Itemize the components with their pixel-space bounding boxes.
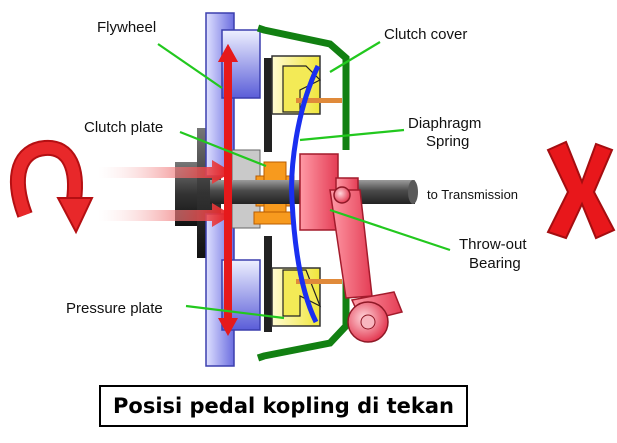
cross-mark-icon: [546, 140, 616, 240]
throwout-bearing: [299, 153, 404, 343]
label-diaphragm-line1: Diaphragm: [408, 115, 481, 132]
label-clutch-cover: Clutch cover: [384, 26, 467, 43]
label-throwout-line2: Bearing: [469, 255, 521, 272]
label-diaphragm-line2: Spring: [426, 133, 469, 150]
label-flywheel: Flywheel: [97, 19, 156, 36]
leader-lines: [157, 41, 451, 320]
force-arrows: [98, 44, 238, 336]
diaphragm-spring: [289, 64, 321, 324]
rotation-arrow-icon: [9, 139, 94, 235]
label-pressure-plate: Pressure plate: [66, 300, 163, 317]
label-to-transmission: to Transmission: [427, 187, 518, 202]
label-clutch-plate: Clutch plate: [84, 119, 163, 136]
caption-box: Posisi pedal kopling di tekan: [99, 385, 468, 427]
shaft-end: [408, 180, 418, 204]
label-throwout-line1: Throw-out: [459, 236, 527, 253]
